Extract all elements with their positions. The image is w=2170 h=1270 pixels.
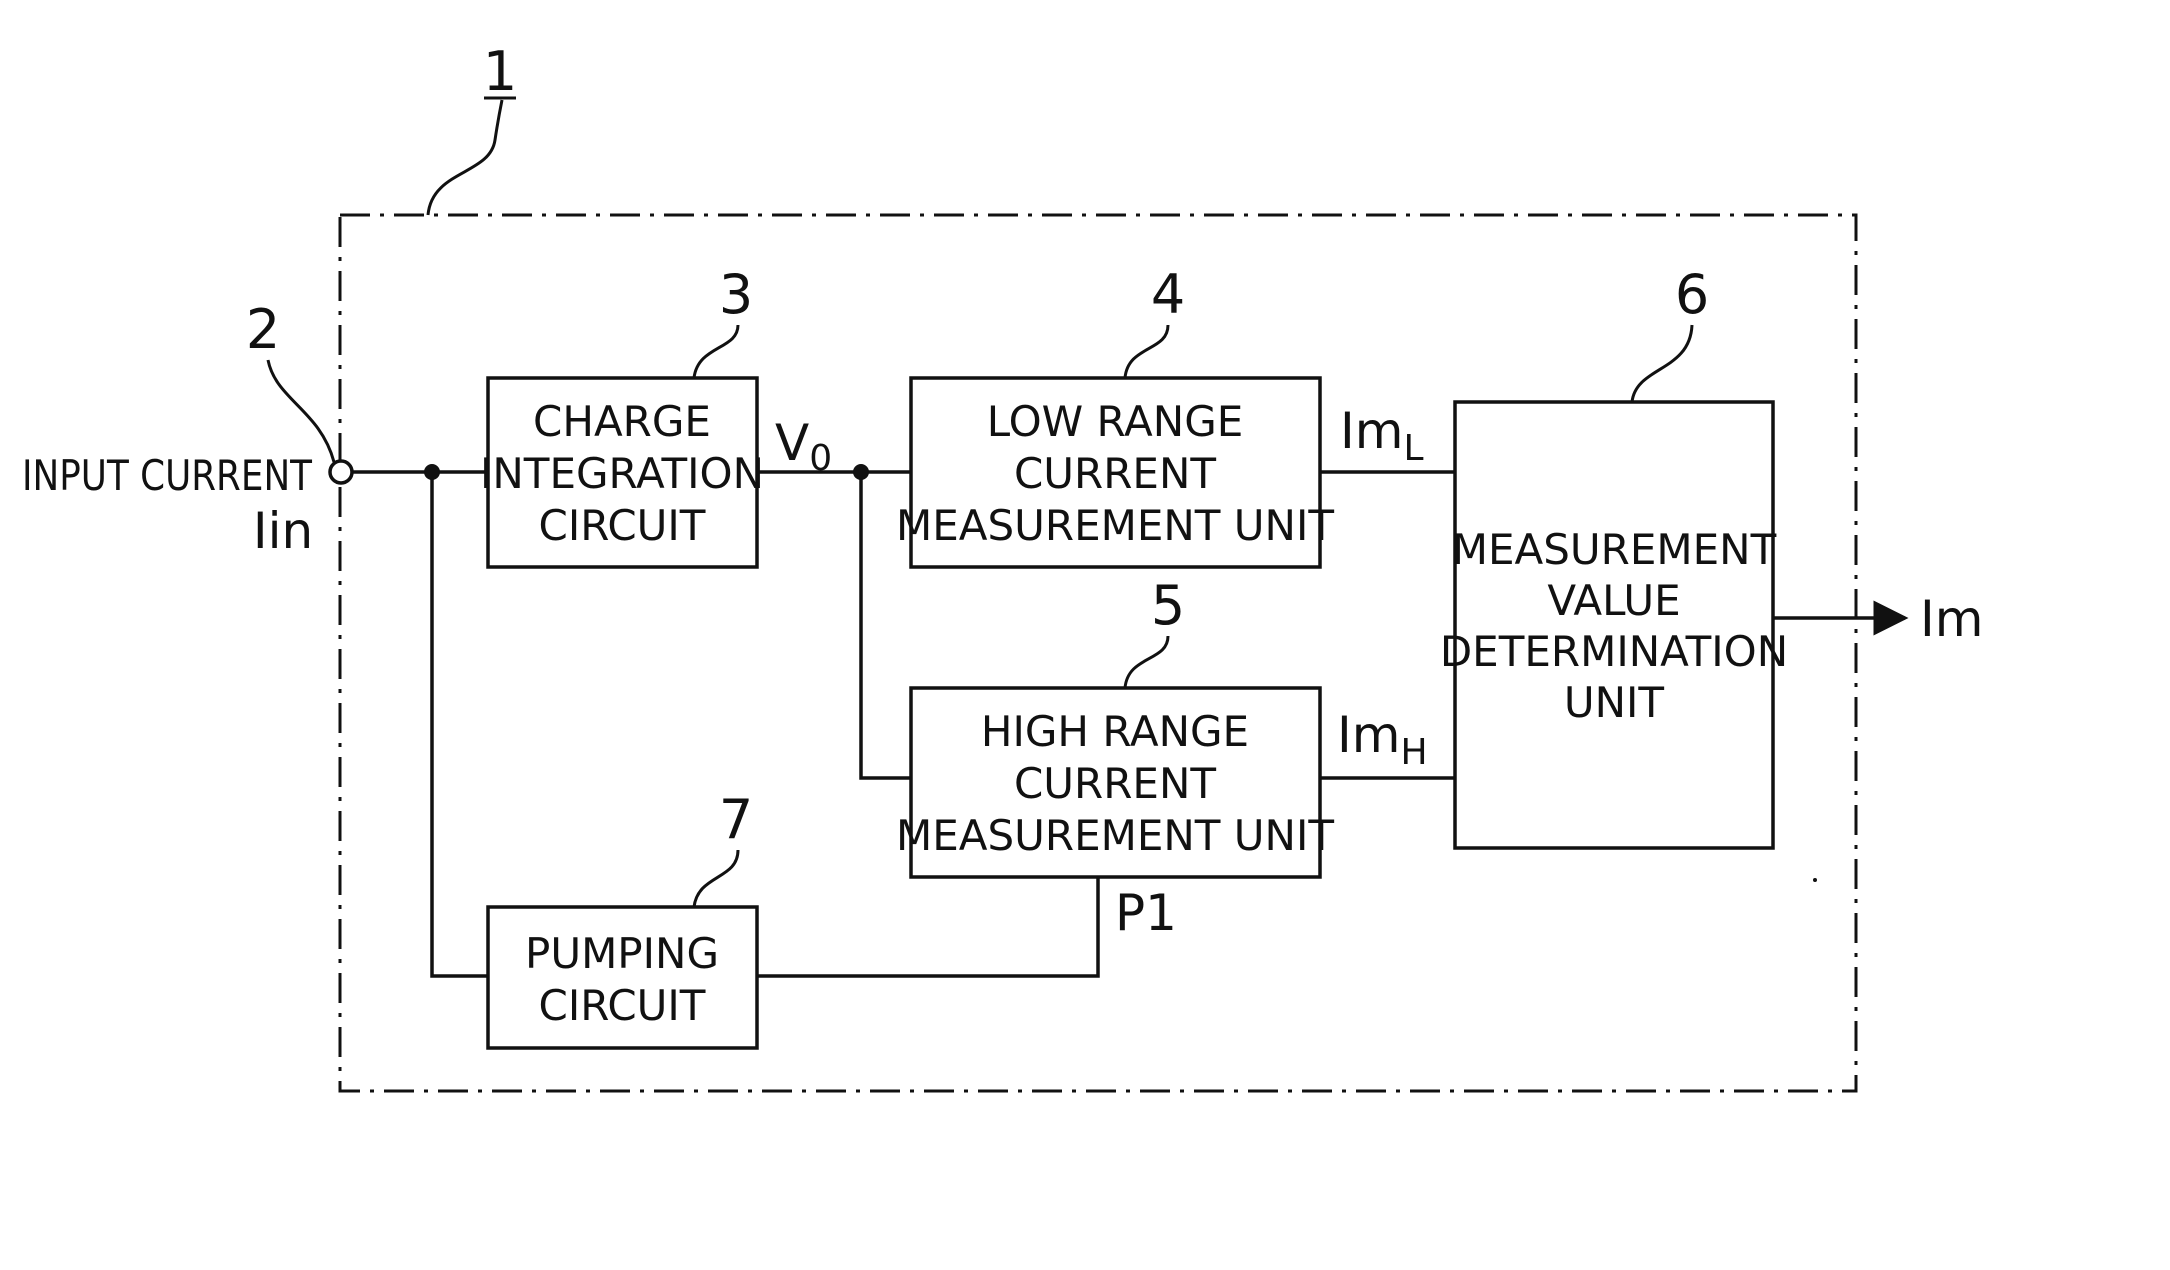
iml-label: ImL	[1340, 402, 1424, 469]
input-current-symbol: Iin	[253, 502, 313, 560]
imh-subscript: H	[1400, 732, 1427, 773]
determination-line-2: VALUE	[1547, 576, 1680, 625]
high-range-line-3: MEASUREMENT UNIT	[896, 811, 1334, 860]
pumping-ref-number: 7	[719, 788, 753, 851]
determination-line-1: MEASUREMENT	[1452, 525, 1777, 574]
charge-integration-block: CHARGE INTEGRATION CIRCUIT	[480, 378, 764, 567]
determination-line-4: UNIT	[1564, 678, 1665, 727]
input-terminal-ref-number: 2	[246, 298, 280, 361]
input-terminal-ref-leader	[268, 360, 334, 462]
high-range-line-1: HIGH RANGE	[981, 707, 1249, 756]
stray-dot	[1813, 878, 1817, 882]
v0-label: V0	[775, 414, 832, 479]
v0-main: V	[775, 414, 809, 472]
low-range-block: LOW RANGE CURRENT MEASUREMENT UNIT	[896, 378, 1334, 567]
high-range-block: HIGH RANGE CURRENT MEASUREMENT UNIT	[896, 688, 1334, 877]
charge-integration-line-3: CIRCUIT	[539, 501, 706, 550]
input-current-label: INPUT CURRENT	[22, 451, 312, 500]
high-range-ref-leader	[1125, 636, 1168, 688]
high-range-line-2: CURRENT	[1014, 759, 1216, 808]
imh-label: ImH	[1337, 706, 1428, 773]
input-terminal	[330, 461, 352, 483]
determination-ref-number: 6	[1675, 263, 1709, 326]
device-ref-number: 1	[483, 40, 517, 103]
low-range-ref-number: 4	[1151, 263, 1185, 326]
determination-line-3: DETERMINATION	[1440, 627, 1788, 676]
low-range-line-3: MEASUREMENT UNIT	[896, 501, 1334, 550]
determination-ref-leader	[1632, 325, 1692, 402]
imh-main: Im	[1337, 706, 1400, 764]
pumping-line-2: CIRCUIT	[539, 981, 706, 1030]
device-ref-leader	[428, 100, 502, 215]
determination-block: MEASUREMENT VALUE DETERMINATION UNIT	[1440, 402, 1788, 848]
charge-integration-line-1: CHARGE	[533, 397, 711, 446]
low-range-line-1: LOW RANGE	[987, 397, 1244, 446]
p1-label: P1	[1115, 884, 1177, 942]
pumping-line-1: PUMPING	[525, 929, 719, 978]
iml-main: Im	[1340, 402, 1403, 460]
v0-subscript: 0	[809, 438, 832, 479]
high-range-ref-number: 5	[1151, 574, 1185, 637]
junction-dot-input	[424, 464, 440, 480]
low-range-line-2: CURRENT	[1014, 449, 1216, 498]
wire-junction-to-pumping	[432, 472, 488, 976]
pumping-ref-leader	[694, 850, 738, 907]
charge-integration-ref-number: 3	[719, 263, 753, 326]
charge-integration-ref-leader	[694, 325, 738, 378]
low-range-ref-leader	[1125, 325, 1168, 378]
junction-dot-v0	[853, 464, 869, 480]
output-label: Im	[1920, 590, 1983, 648]
charge-integration-line-2: INTEGRATION	[480, 449, 764, 498]
iml-subscript: L	[1403, 428, 1423, 469]
wire-p1-feedback	[757, 877, 1098, 976]
pumping-block: PUMPING CIRCUIT	[488, 907, 757, 1048]
